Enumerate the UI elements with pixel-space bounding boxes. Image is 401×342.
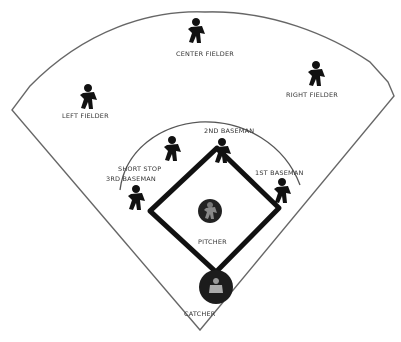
label-left-fielder: LEFT FIELDER bbox=[62, 112, 109, 120]
label-pitcher: PITCHER bbox=[198, 238, 227, 246]
label-shortstop: SHORT STOP bbox=[118, 165, 161, 173]
label-center-fielder: CENTER FIELDER bbox=[176, 50, 234, 58]
label-first-baseman: 1ST BASEMAN bbox=[255, 169, 304, 177]
label-second-baseman: 2ND BASEMAN bbox=[204, 127, 254, 135]
label-right-fielder: RIGHT FIELDER bbox=[286, 91, 338, 99]
label-catcher: CATCHER bbox=[184, 310, 216, 318]
label-third-baseman: 3RD BASEMAN bbox=[106, 175, 156, 183]
